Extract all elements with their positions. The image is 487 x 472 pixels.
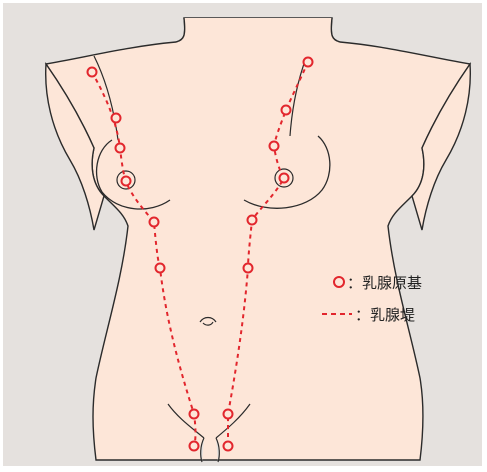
legend-ridge-label: ：乳腺堤	[355, 304, 415, 325]
bud-right-7	[224, 410, 233, 419]
bud-right-5	[248, 216, 257, 225]
bud-right-8	[224, 442, 233, 451]
bud-left-1	[88, 68, 97, 77]
torso-body	[46, 18, 470, 460]
bud-right-2	[282, 106, 291, 115]
bud-left-2	[112, 114, 121, 123]
bud-right-4	[280, 174, 289, 183]
bud-left-5	[150, 218, 159, 227]
bud-left-3	[116, 144, 125, 153]
bud-left-4	[122, 177, 131, 186]
bud-left-8	[190, 442, 199, 451]
bud-right-3	[270, 142, 279, 151]
bud-right-1	[304, 58, 313, 67]
neck	[176, 18, 340, 42]
bud-right-6	[244, 264, 253, 273]
bud-left-6	[156, 264, 165, 273]
legend-bud-label: ：乳腺原基	[347, 272, 422, 293]
bud-left-7	[190, 410, 199, 419]
